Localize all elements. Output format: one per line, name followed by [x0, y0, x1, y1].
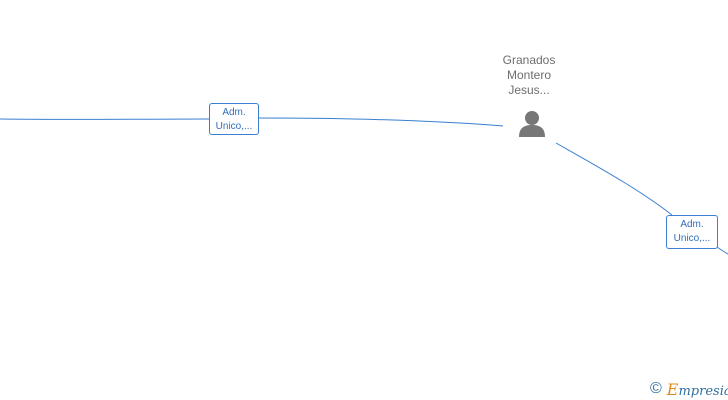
person-name-line-1: Granados [502, 53, 556, 67]
person-name-line-3: Jesus... [508, 83, 550, 97]
footer-brand: © Empresia [650, 379, 728, 399]
role-node-2-line-2: Unico,... [673, 233, 711, 244]
edge-role-1-to-person [258, 117, 504, 127]
edge-person-to-role-2 [555, 142, 673, 216]
brand-logo[interactable]: Empresia [667, 380, 728, 399]
role-node-1-line-1: Adm. [222, 107, 246, 118]
role-node-2-line-1: Adm. [680, 219, 704, 230]
brand-name: mpresia [678, 383, 728, 399]
role-node-2[interactable]: Adm. Unico,... [666, 215, 718, 249]
person-name[interactable]: Granados Montero Jesus... [489, 53, 569, 98]
role-node-1-line-2: Unico,... [215, 121, 253, 132]
person-name-line-2: Montero [506, 68, 552, 82]
brand-initial: E [666, 379, 679, 399]
copyright-icon: © [650, 380, 662, 397]
person-icon[interactable] [517, 109, 547, 139]
role-node-1[interactable]: Adm. Unico,... [209, 103, 259, 135]
